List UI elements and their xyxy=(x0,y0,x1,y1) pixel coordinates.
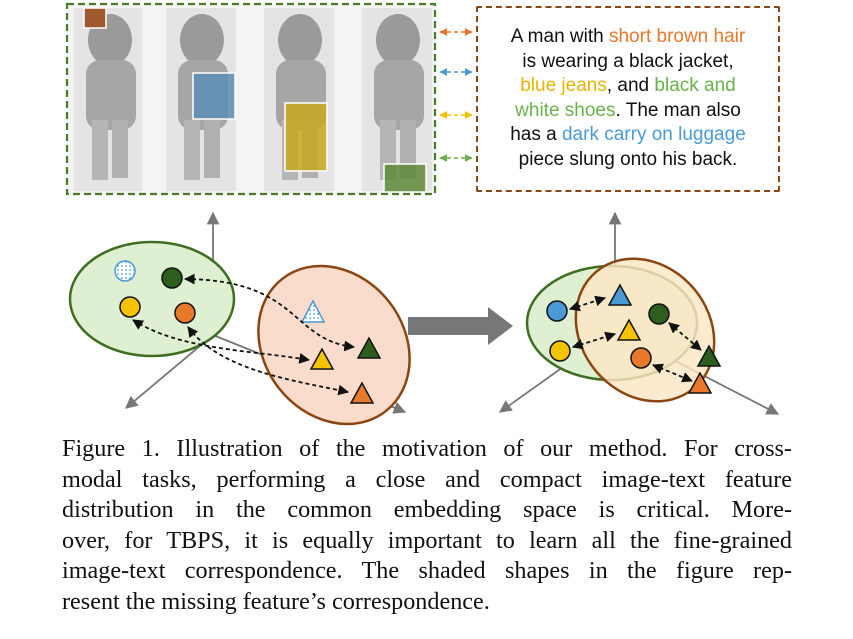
left-embedding-space xyxy=(68,211,411,426)
yellow-circle-aligned xyxy=(549,340,571,362)
description-span: . The man also xyxy=(615,99,741,121)
person-image-strip xyxy=(65,2,437,196)
hair-region-highlight xyxy=(83,7,107,29)
description-line: piece slung onto his back. xyxy=(478,148,778,173)
description-span-hair: short brown hair xyxy=(608,26,746,47)
description-line: blue jeans, and black and xyxy=(478,74,778,99)
image-frame-2 xyxy=(166,8,236,191)
description-span: piece slung onto his back. xyxy=(518,148,738,170)
figure-caption: Figure 1. Illustration of the motivation… xyxy=(62,434,792,617)
description-line: white shoes. The man also xyxy=(478,99,778,124)
caption-line: image-text correspondence. The shaded sh… xyxy=(62,557,792,584)
caption-line: distribution in the common embedding spa… xyxy=(62,496,792,523)
description-line: is wearing a black jacket, xyxy=(478,50,778,75)
luggage-region-highlight xyxy=(192,72,236,120)
dark-green-circle xyxy=(161,267,183,289)
right-embedding-space xyxy=(498,211,780,415)
jeans-region-highlight xyxy=(284,102,328,172)
text-description-box: A man with short brown hair is wearing a… xyxy=(476,6,780,192)
description-line: has a dark carry on luggage xyxy=(478,123,778,148)
blue-circle xyxy=(546,300,568,322)
caption-line: over, for TBPS, it is equally important … xyxy=(62,526,792,554)
image-feature-cluster xyxy=(68,240,236,358)
description-span: A man with xyxy=(510,26,609,47)
text-feature-cluster-aligned xyxy=(574,257,716,403)
yellow-circle xyxy=(119,296,141,318)
figure-illustration xyxy=(65,2,780,426)
dark-green-triangle xyxy=(356,336,382,359)
correspondence-arrows xyxy=(439,28,473,162)
caption-line: resent the missing feature’s corresponde… xyxy=(62,587,490,615)
description-span-shoes: black and xyxy=(654,75,736,96)
image-frame-1 xyxy=(74,7,142,191)
dark-green-circle-aligned xyxy=(648,303,670,325)
blue-triangle xyxy=(607,283,633,306)
description-span: , and xyxy=(606,75,655,96)
dark-green-triangle-aligned xyxy=(696,344,722,367)
orange-triangle-aligned xyxy=(687,371,713,394)
orange-triangle xyxy=(349,381,375,404)
image-frame-3 xyxy=(264,8,334,191)
yellow-triangle-aligned xyxy=(616,318,642,341)
orange-circle xyxy=(174,302,196,324)
caption-line: Figure 1. Illustration of the motivation… xyxy=(62,435,792,462)
transition-arrow xyxy=(408,307,513,345)
blue-circle-missing xyxy=(114,260,136,282)
description-line: A man with short brown hair xyxy=(478,25,778,50)
orange-circle-aligned xyxy=(630,347,652,369)
shoes-region-highlight xyxy=(383,163,427,193)
description-span-jeans: blue jeans xyxy=(520,75,607,96)
description-span: is wearing a black jacket, xyxy=(522,50,734,72)
caption-line: modal tasks, performing a close and comp… xyxy=(62,465,792,493)
image-frame-4 xyxy=(362,8,432,193)
description-span-luggage: dark carry on luggage xyxy=(561,124,746,145)
description-span-shoes: white shoes xyxy=(515,99,616,121)
description-span: has a xyxy=(510,124,562,145)
